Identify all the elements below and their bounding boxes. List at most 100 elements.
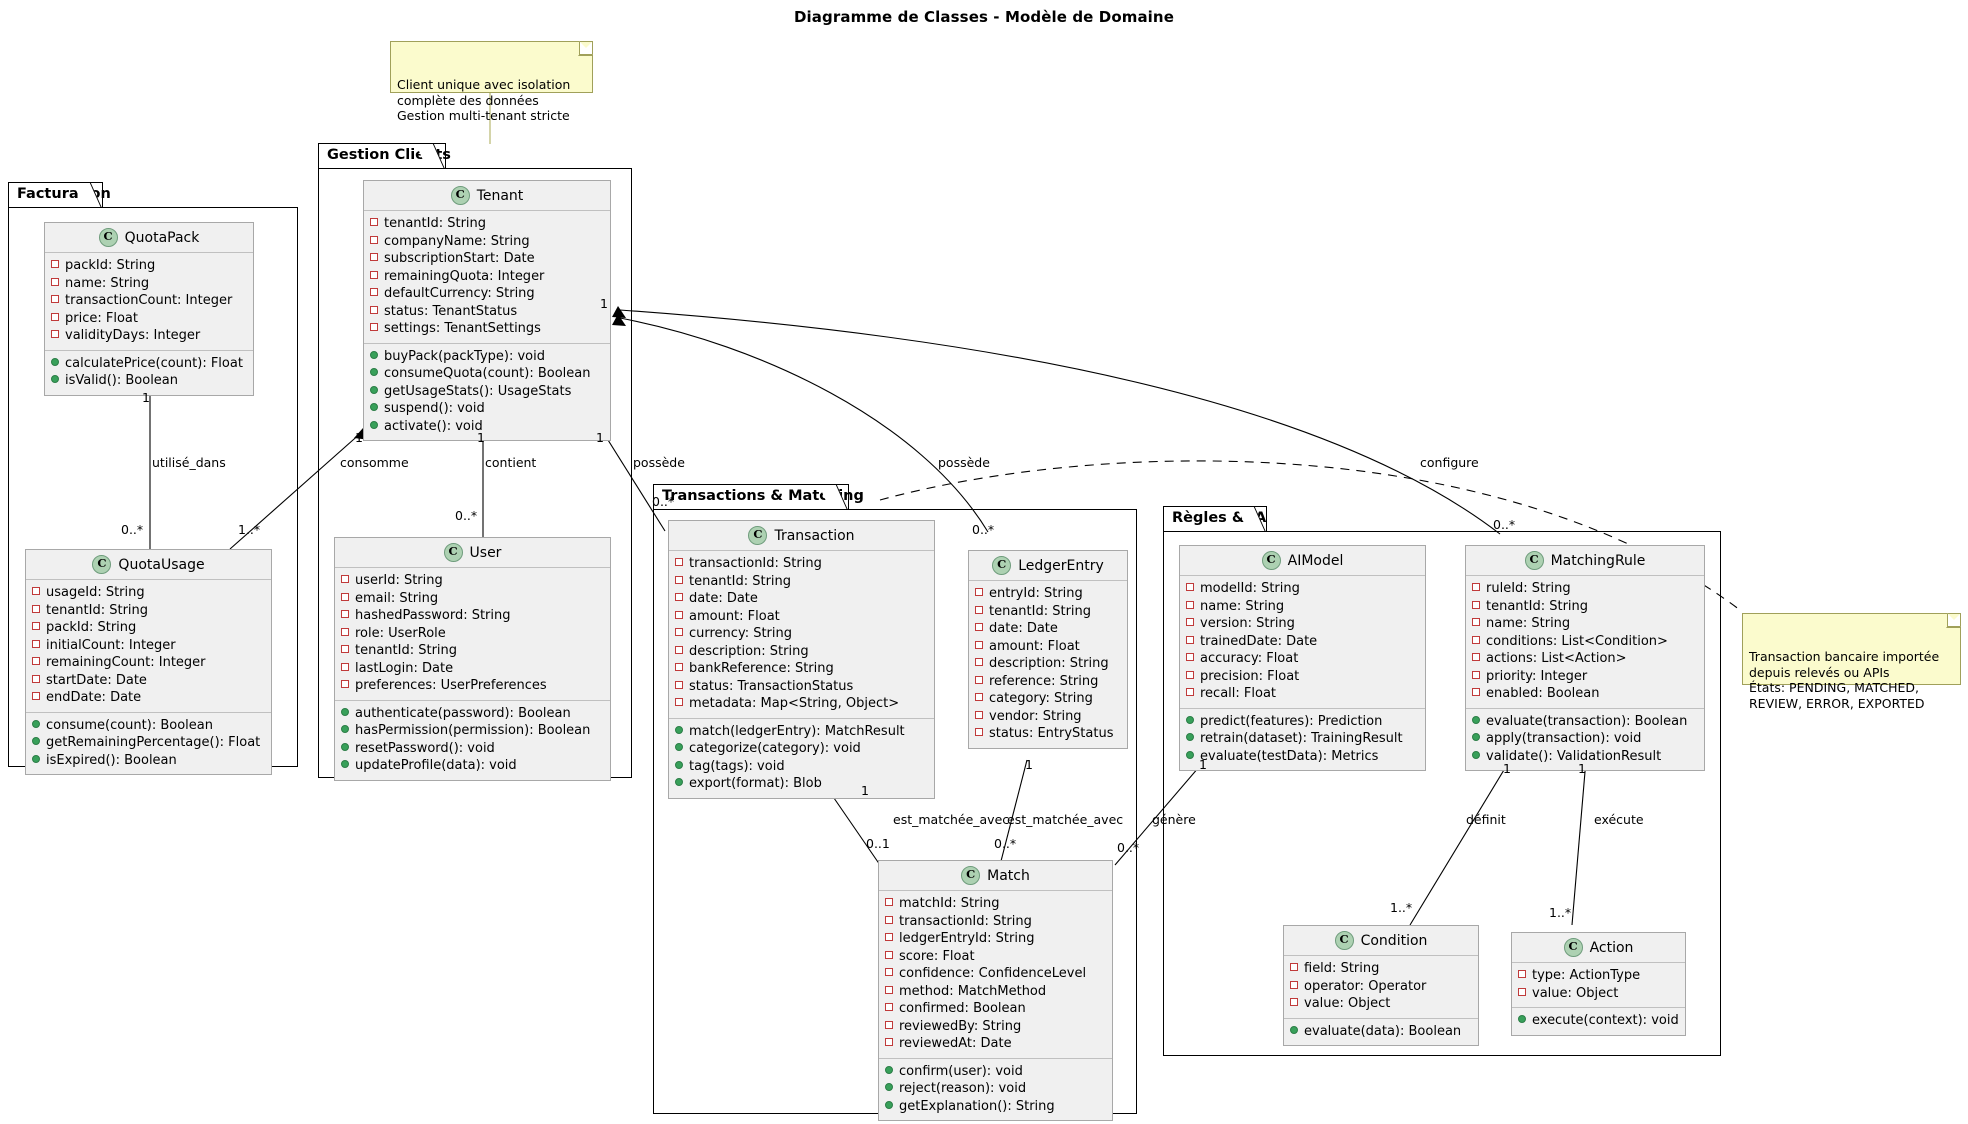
field-marker-icon	[370, 253, 378, 261]
mult-ledgerentry-possede: 0..*	[972, 522, 995, 537]
method-marker-icon	[885, 1083, 893, 1091]
mult-matchingrule-execute: 1	[1578, 761, 1586, 776]
field-marker-icon	[341, 680, 349, 688]
field-marker-icon	[1472, 653, 1480, 661]
class-user[interactable]: C User userId: String email: String hash…	[334, 537, 611, 781]
class-stereotype-icon: C	[450, 186, 470, 205]
class-title: Transaction	[774, 527, 855, 544]
field-marker-icon	[51, 260, 59, 268]
method-marker-icon	[1290, 1025, 1298, 1034]
mult-tenant-possede-ledger: 1	[600, 296, 608, 311]
edge-label-possede-transaction: possède	[633, 455, 685, 470]
field-row: reference: String	[975, 673, 1121, 691]
class-title: AIModel	[1287, 552, 1344, 569]
class-title: Condition	[1360, 932, 1428, 949]
field-marker-icon	[885, 1003, 893, 1011]
field-row: lastLogin: Date	[341, 660, 604, 678]
fields-section: usageId: String tenantId: String packId:…	[26, 580, 271, 712]
method-marker-icon	[675, 743, 683, 751]
field-marker-icon	[370, 235, 378, 244]
field-row: companyName: String	[370, 233, 604, 251]
class-tenant[interactable]: C Tenant tenantId: String companyName: S…	[363, 180, 611, 441]
method-marker-icon	[1186, 715, 1194, 724]
method-marker-icon	[885, 1100, 893, 1109]
field-row: score: Float	[885, 948, 1106, 966]
class-quotausage[interactable]: C QuotaUsage usageId: String tenantId: S…	[25, 549, 272, 775]
field-row: tenantId: String	[1472, 598, 1698, 616]
field-row: reviewedAt: Date	[885, 1035, 1106, 1053]
field-marker-icon	[32, 674, 40, 683]
class-quotapack[interactable]: C QuotaPack packId: String name: String …	[44, 222, 254, 396]
class-transaction[interactable]: C Transaction transactionId: String tena…	[668, 520, 935, 799]
field-row: name: String	[1472, 615, 1698, 633]
fields-section: modelId: String name: String version: St…	[1180, 576, 1425, 708]
field-marker-icon	[370, 270, 378, 279]
field-row: value: Object	[1290, 995, 1472, 1013]
edge-label-execute: exécute	[1594, 812, 1644, 827]
field-marker-icon	[32, 692, 40, 700]
field-row: metadata: Map<String, Object>	[675, 695, 928, 713]
field-row: modelId: String	[1186, 580, 1419, 598]
class-title: LedgerEntry	[1018, 557, 1104, 574]
field-marker-icon	[675, 610, 683, 619]
class-ledgerentry[interactable]: C LedgerEntry entryId: String tenantId: …	[968, 550, 1128, 749]
field-row: confirmed: Boolean	[885, 1000, 1106, 1018]
class-header-ledgerentry: C LedgerEntry	[969, 551, 1127, 581]
field-row: email: String	[341, 590, 604, 608]
field-marker-icon	[1472, 618, 1480, 626]
class-header-transaction: C Transaction	[669, 521, 934, 551]
field-marker-icon	[885, 1020, 893, 1029]
class-header-matchingrule: C MatchingRule	[1466, 546, 1704, 576]
method-row: export(format): Blob	[675, 775, 928, 793]
field-marker-icon	[885, 985, 893, 994]
edge-label-est-matchee-avec-tx: est_matchée_avec	[893, 812, 1010, 827]
method-row: execute(context): void	[1518, 1012, 1679, 1030]
mult-matchingrule-definit: 1	[1503, 761, 1511, 776]
field-row: subscriptionStart: Date	[370, 250, 604, 268]
class-stereotype-icon: C	[992, 556, 1012, 575]
class-aimodel[interactable]: C AIModel modelId: String name: String v…	[1179, 545, 1426, 771]
class-match[interactable]: C Match matchId: String transactionId: S…	[878, 860, 1113, 1121]
class-title: Action	[1589, 939, 1634, 956]
method-row: consume(count): Boolean	[32, 717, 265, 735]
mult-matchingrule-configure: 0..*	[1493, 517, 1516, 532]
field-marker-icon	[885, 915, 893, 924]
package-tab-facturation: Facturation	[8, 182, 111, 207]
field-row: category: String	[975, 690, 1121, 708]
field-marker-icon	[51, 312, 59, 321]
field-marker-icon	[370, 323, 378, 331]
edge-label-contient: contient	[485, 455, 537, 470]
field-row: transactionCount: Integer	[51, 292, 247, 310]
package-tab-transactions-matching: Transactions & Matching	[653, 484, 864, 509]
field-row: reviewedBy: String	[885, 1018, 1106, 1036]
field-row: currency: String	[675, 625, 928, 643]
class-matchingrule[interactable]: C MatchingRule ruleId: String tenantId: …	[1465, 545, 1705, 771]
method-row: retrain(dataset): TrainingResult	[1186, 730, 1419, 748]
method-marker-icon	[1472, 715, 1480, 724]
method-row: resetPassword(): void	[341, 740, 604, 758]
field-row: recall: Float	[1186, 685, 1419, 703]
field-marker-icon	[885, 968, 893, 976]
mult-match-tx: 0..1	[866, 836, 890, 851]
field-marker-icon	[341, 662, 349, 671]
field-marker-icon	[675, 698, 683, 706]
method-row: calculatePrice(count): Float	[51, 355, 247, 373]
method-marker-icon	[51, 375, 59, 383]
class-title: Match	[987, 867, 1030, 884]
field-row: status: EntryStatus	[975, 725, 1121, 743]
field-row: conditions: List<Condition>	[1472, 633, 1698, 651]
mult-match-ledger: 0..*	[994, 836, 1017, 851]
field-marker-icon	[1290, 963, 1298, 971]
field-row: remainingCount: Integer	[32, 654, 265, 672]
field-row: packId: String	[32, 619, 265, 637]
field-row: date: Date	[675, 590, 928, 608]
field-marker-icon	[675, 593, 683, 601]
field-marker-icon	[1290, 980, 1298, 989]
class-action[interactable]: C Action type: ActionType value: Object …	[1511, 932, 1686, 1036]
field-marker-icon	[675, 628, 683, 636]
field-marker-icon	[675, 645, 683, 654]
mult-quotapack-source: 1	[142, 390, 150, 405]
field-row: preferences: UserPreferences	[341, 677, 604, 695]
class-condition[interactable]: C Condition field: String operator: Oper…	[1283, 925, 1479, 1046]
field-row: initialCount: Integer	[32, 637, 265, 655]
